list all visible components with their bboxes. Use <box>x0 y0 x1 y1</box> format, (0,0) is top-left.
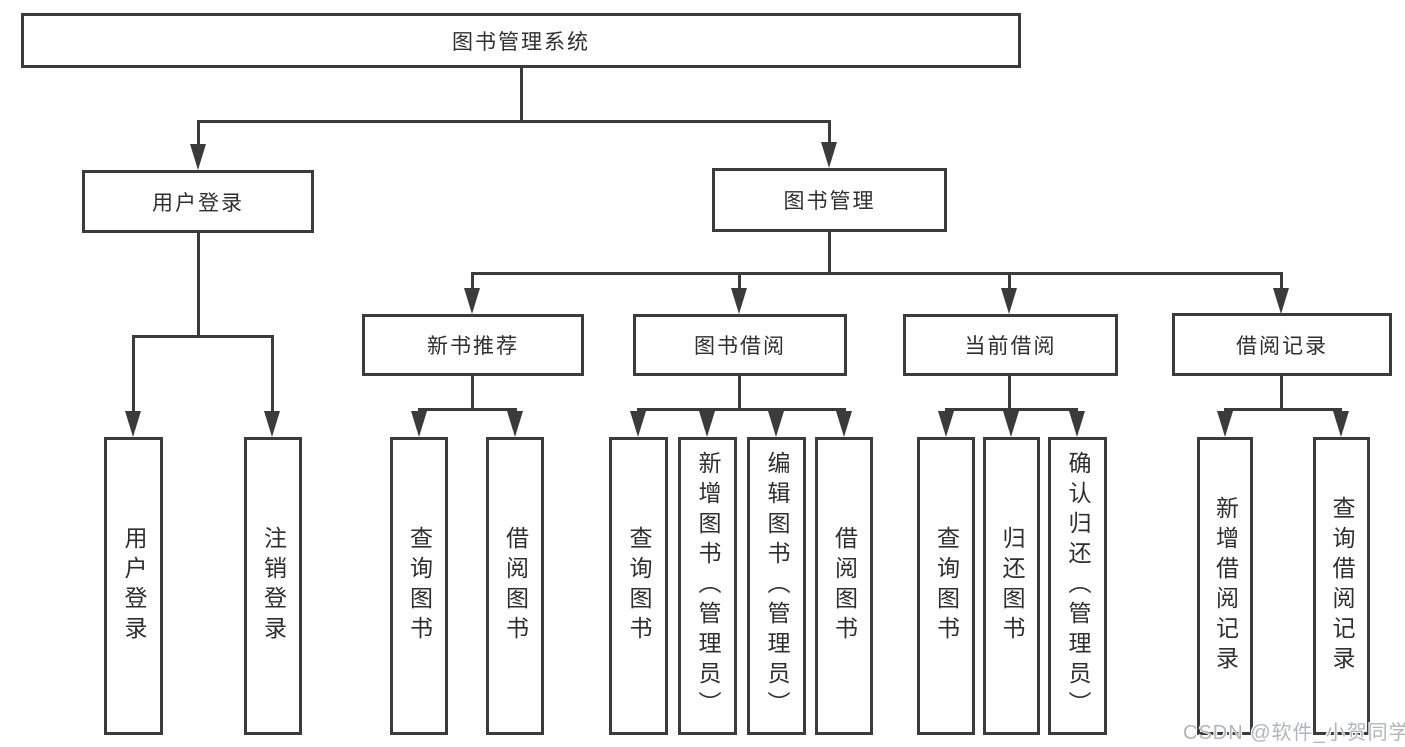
leaf-query-books-2-label: 查询图书 <box>626 526 652 646</box>
connector-hline <box>637 408 846 411</box>
connector-hline <box>418 408 517 411</box>
connector-vline <box>1280 376 1283 408</box>
node-book-borrowing-label: 图书借阅 <box>694 335 786 358</box>
arrowhead-icon <box>507 411 523 437</box>
node-book-management-label: 图书管理 <box>783 190 876 213</box>
connector-vline <box>271 337 274 411</box>
arrowhead-icon <box>731 288 747 314</box>
connector-vline <box>520 68 523 120</box>
leaf-query-books-3-label: 查询图书 <box>933 526 960 646</box>
arrowhead-icon <box>1001 288 1017 314</box>
leaf-add-borrow-record-label: 新增借阅记录 <box>1212 496 1239 676</box>
leaf-user-login: 用户登录 <box>104 437 163 735</box>
node-user-login: 用户登录 <box>82 170 314 233</box>
arrowhead-icon <box>699 411 715 437</box>
leaf-query-borrow-record: 查询借阅记录 <box>1313 437 1370 735</box>
connector-vline <box>1008 376 1011 408</box>
connector-vline <box>1008 274 1011 288</box>
leaf-return-books-label: 归还图书 <box>999 526 1025 646</box>
connector-hline <box>197 120 831 123</box>
leaf-add-books-admin-label: 新增图书（管理员） <box>695 451 721 721</box>
leaf-edit-books-admin-label: 编辑图书（管理员） <box>764 451 790 721</box>
leaf-confirm-return-admin-label: 确认归还（管理员） <box>1065 451 1091 721</box>
leaf-return-books: 归还图书 <box>983 437 1040 735</box>
node-root: 图书管理系统 <box>21 13 1021 68</box>
leaf-add-borrow-record: 新增借阅记录 <box>1197 437 1253 735</box>
arrowhead-icon <box>938 411 954 437</box>
leaf-query-books-1: 查询图书 <box>390 437 448 735</box>
node-borrowing-records-label: 借阅记录 <box>1236 334 1328 358</box>
arrowhead-icon <box>1273 288 1289 314</box>
leaf-add-books-admin: 新增图书（管理员） <box>678 437 737 735</box>
leaf-logout-label: 注销登录 <box>260 526 287 646</box>
connector-vline <box>471 274 474 288</box>
connector-hline <box>132 335 274 338</box>
connector-vline <box>828 232 831 272</box>
arrowhead-icon <box>411 411 427 437</box>
node-current-borrowing: 当前借阅 <box>903 314 1118 376</box>
node-root-label: 图书管理系统 <box>452 30 590 54</box>
arrowhead-icon <box>630 411 646 437</box>
node-new-book-recommend-label: 新书推荐 <box>427 335 519 358</box>
connector-vline <box>1280 274 1283 288</box>
connector-vline <box>197 122 200 144</box>
leaf-query-books-2: 查询图书 <box>609 437 668 735</box>
leaf-borrow-books-1-label: 借阅图书 <box>502 526 529 646</box>
connector-hline <box>471 272 1283 275</box>
leaf-query-borrow-record-label: 查询借阅记录 <box>1329 496 1355 676</box>
leaf-logout: 注销登录 <box>244 437 302 735</box>
arrowhead-icon <box>821 142 837 168</box>
arrowhead-icon <box>264 411 280 437</box>
node-book-borrowing: 图书借阅 <box>633 314 847 376</box>
arrowhead-icon <box>464 288 480 314</box>
arrowhead-icon <box>1003 411 1019 437</box>
connector-vline <box>828 122 831 142</box>
arrowhead-icon <box>1069 411 1085 437</box>
arrowhead-icon <box>1217 411 1233 437</box>
arrowhead-icon <box>836 411 852 437</box>
connector-hline <box>1224 408 1342 411</box>
leaf-borrow-books-1: 借阅图书 <box>486 437 544 735</box>
leaf-confirm-return-admin: 确认归还（管理员） <box>1048 437 1107 735</box>
node-new-book-recommend: 新书推荐 <box>362 314 584 376</box>
connector-vline <box>132 337 135 411</box>
node-user-login-label: 用户登录 <box>152 191 244 215</box>
leaf-edit-books-admin: 编辑图书（管理员） <box>747 437 806 735</box>
connector-hline <box>945 408 1078 411</box>
connector-vline <box>738 274 741 288</box>
leaf-borrow-books-2: 借阅图书 <box>815 437 873 735</box>
connector-vline <box>197 233 200 335</box>
arrowhead-icon <box>125 411 141 437</box>
leaf-query-books-1-label: 查询图书 <box>406 526 433 646</box>
watermark: CSDN @软件_小贺同学 <box>1183 722 1405 744</box>
node-current-borrowing-label: 当前借阅 <box>964 335 1057 358</box>
connector-vline <box>738 376 741 408</box>
connector-vline <box>471 376 474 408</box>
leaf-user-login-label: 用户登录 <box>121 526 147 646</box>
arrowhead-icon <box>768 411 784 437</box>
node-book-management: 图书管理 <box>712 168 947 232</box>
leaf-borrow-books-2-label: 借阅图书 <box>831 526 858 646</box>
arrowhead-icon <box>190 144 206 170</box>
node-borrowing-records: 借阅记录 <box>1172 313 1392 376</box>
leaf-query-books-3: 查询图书 <box>917 437 975 735</box>
arrowhead-icon <box>1333 411 1349 437</box>
